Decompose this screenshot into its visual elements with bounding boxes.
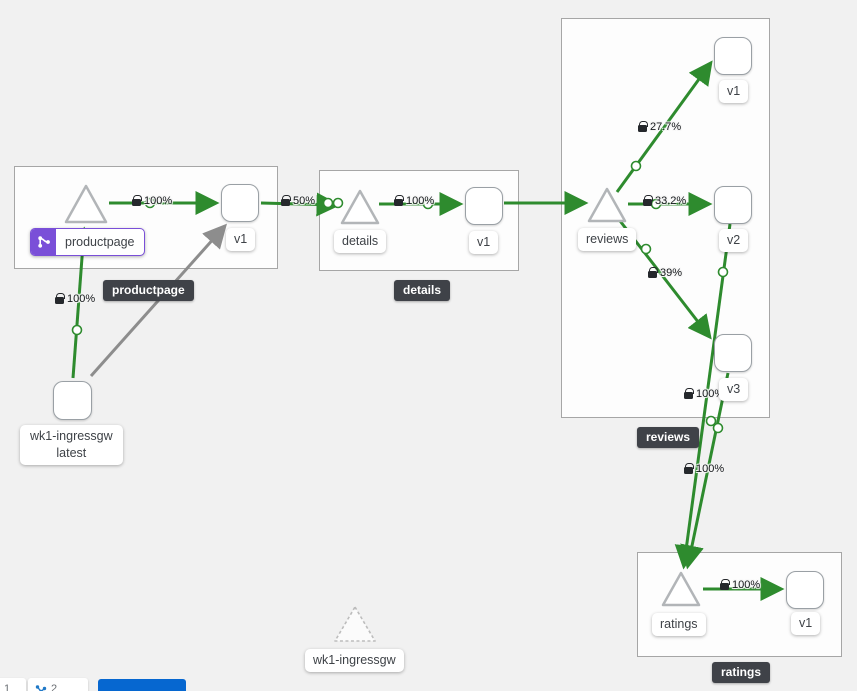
node-label-ratings: ratings: [652, 613, 706, 636]
edge-label-ingress-productpage: 100%: [55, 293, 95, 305]
node-label-ingressgw: wk1-ingressgw latest: [20, 425, 123, 465]
node-label-ratings-v1: v1: [791, 612, 821, 635]
edge-label-v1-details: 50%: [281, 195, 315, 207]
workload-node-ingressgw[interactable]: [53, 381, 92, 420]
toolbar-badge-1[interactable]: 1: [0, 678, 26, 691]
toolbar-badge-1-count: 1: [4, 683, 11, 691]
box-label-details: details: [394, 280, 451, 301]
ingressgw-name: wk1-ingressgw: [30, 429, 113, 443]
edge-label-ratings-v1: 100%: [720, 579, 760, 591]
service-node-reviews[interactable]: [586, 186, 628, 224]
box-label-ratings: ratings: [712, 662, 771, 683]
workload-node-productpage-v1[interactable]: [221, 184, 259, 222]
mtls-lock-icon: [132, 195, 142, 206]
edge-label-reviews-v3: 39%: [648, 267, 682, 279]
toolbar-badge-2[interactable]: 2: [28, 678, 88, 691]
node-label-ingressgw-idle: wk1-ingressgw: [305, 649, 404, 672]
node-label-reviews: reviews: [578, 228, 637, 251]
node-label-reviews-v2: v2: [719, 229, 749, 252]
node-label-productpage: productpage: [30, 228, 145, 256]
workload-node-reviews-v3[interactable]: [714, 334, 752, 372]
workload-node-reviews-v1[interactable]: [714, 37, 752, 75]
edge-label-productpage-v1: 100%: [132, 195, 172, 207]
node-label-productpage-v1: v1: [226, 228, 256, 251]
box-label-productpage: productpage: [103, 280, 194, 301]
mtls-lock-icon: [394, 195, 404, 206]
service-node-ratings[interactable]: [660, 570, 702, 608]
mtls-lock-icon: [684, 463, 694, 474]
mtls-lock-icon: [648, 267, 658, 278]
mtls-lock-icon: [638, 121, 648, 132]
node-label-reviews-v3: v3: [719, 378, 749, 401]
toolbar-badge-2-count: 2: [51, 683, 58, 691]
workload-node-ratings-v1[interactable]: [786, 571, 824, 609]
node-label-details: details: [334, 230, 387, 253]
edge-label-details-v1: 100%: [394, 195, 434, 207]
service-node-details[interactable]: [339, 188, 381, 226]
mtls-lock-icon: [55, 293, 65, 304]
box-label-reviews: reviews: [637, 427, 700, 448]
edge-label-reviews-v2: 33.2%: [643, 195, 686, 207]
workload-node-reviews-v2[interactable]: [714, 186, 752, 224]
virtual-service-icon: [31, 229, 56, 255]
mtls-lock-icon: [720, 579, 730, 590]
service-node-productpage[interactable]: [63, 183, 109, 225]
graph-icon: [35, 684, 47, 691]
mtls-lock-icon: [281, 195, 291, 206]
mtls-lock-icon: [643, 195, 653, 206]
edge-label-reviews-v1: 27.7%: [638, 121, 681, 133]
mtls-lock-icon: [684, 388, 694, 399]
workload-node-details-v1[interactable]: [465, 187, 503, 225]
node-label-text: productpage: [65, 235, 135, 249]
edge-label-v3-ratings: 100%: [684, 463, 724, 475]
legend-button[interactable]: Legend: [98, 679, 186, 691]
node-label-details-v1: v1: [469, 231, 499, 254]
ingressgw-version: latest: [56, 445, 87, 460]
service-node-ingressgw-idle[interactable]: [332, 604, 378, 644]
node-label-reviews-v1: v1: [719, 80, 749, 103]
